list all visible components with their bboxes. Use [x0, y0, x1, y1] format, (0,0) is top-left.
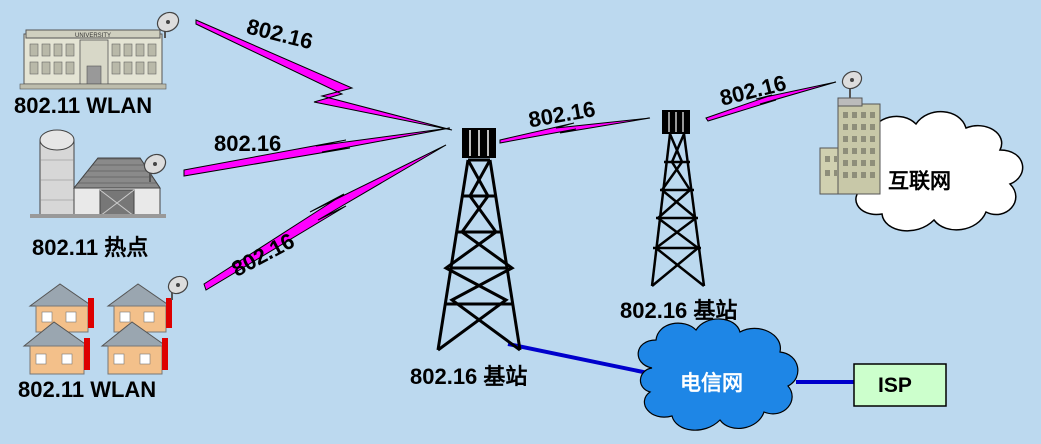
university-sign: UNIVERSITY — [75, 33, 111, 39]
lightning-farm — [183, 127, 451, 177]
university-building: UNIVERSITY — [19, 29, 167, 90]
telecom-cloud — [637, 318, 799, 431]
station-label-second: 802.16 基站 — [620, 298, 737, 323]
site-label-houses: 802.11 WLAN — [18, 377, 156, 402]
isp-box — [853, 363, 947, 407]
wireless-links — [183, 19, 837, 291]
second-tower-icon — [650, 110, 706, 287]
wire-tower-telecom — [507, 342, 649, 375]
main-tower-icon — [436, 128, 522, 352]
lightning-university — [195, 19, 453, 131]
satellite-dish-icon — [841, 70, 863, 98]
isp-label: ISP — [878, 374, 912, 397]
link-label-farm: 802.16 — [214, 131, 281, 156]
telecom-label: 电信网 — [680, 371, 743, 395]
houses — [22, 283, 172, 375]
satellite-dish-icon — [167, 275, 189, 300]
internet-label: 互联网 — [888, 170, 951, 193]
site-label-university: 802.11 WLAN — [14, 93, 152, 118]
lightning-tower-to-tower — [499, 117, 651, 144]
satellite-dish-icon — [143, 153, 167, 182]
farm-buildings — [30, 129, 166, 218]
internet-cloud — [850, 110, 1024, 232]
wired-links — [507, 342, 856, 384]
station-label-main: 802.16 基站 — [410, 364, 527, 389]
satellite-dish-icon — [156, 11, 180, 38]
skyscraper-icon — [819, 97, 881, 195]
lightning-houses — [203, 144, 447, 291]
link-label-houses: 802.16 — [227, 228, 298, 282]
lightning-tower-to-internet — [705, 81, 837, 122]
site-label-farm: 802.11 热点 — [32, 235, 148, 260]
